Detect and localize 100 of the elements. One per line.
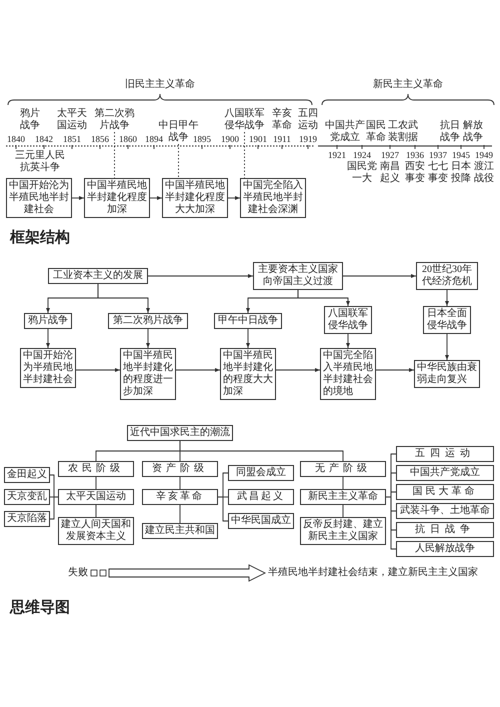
event-label: 南昌起义 [380, 161, 400, 185]
box-text: 新民主主义革命 [307, 491, 379, 503]
event-label: 西安事变 [404, 161, 426, 185]
connector-line [218, 496, 228, 522]
topic-box [142, 489, 218, 505]
arrow [346, 334, 350, 348]
arrow [98, 284, 150, 314]
process-box [108, 313, 188, 329]
topic-box [300, 489, 386, 505]
event-label: 抗日战争 [440, 120, 460, 144]
topic-box [228, 489, 294, 505]
box-text: 第二次鸦片战争 [112, 315, 184, 327]
box-text: 中国半殖民地半封建化程度大大加深 [165, 180, 225, 216]
event-label: 渡江战役 [474, 161, 494, 185]
event-label: 三元里人民抗英斗争 [14, 150, 66, 174]
box-text: 八国联军侵华战争 [327, 308, 369, 332]
dotted-line [114, 132, 115, 178]
process-box [48, 268, 148, 284]
year-label: 1937 [429, 150, 447, 160]
box-text: 中国完全陷入半殖民地半封建社会的境地 [323, 350, 373, 398]
box-text: 国民大革命 [412, 486, 478, 498]
section-heading: 思维导图 [10, 600, 70, 617]
box-text: 天京陷落 [7, 513, 47, 525]
topic-box [396, 446, 494, 462]
arrow [150, 196, 162, 200]
event-label: 辛亥革命 [272, 108, 292, 132]
process-box [24, 313, 72, 329]
year-label: 1924 [353, 150, 371, 160]
event-label: 七七事变 [428, 161, 448, 185]
process-box [253, 262, 343, 290]
box-text: 五四运动 [414, 448, 476, 460]
arrow [76, 368, 120, 372]
year-label: 1851 [63, 134, 81, 145]
arrow [276, 368, 320, 372]
box-text: 中国开始沦为半殖民地半封建社会 [9, 180, 69, 216]
dotted-line [178, 144, 179, 178]
arrow [298, 290, 350, 306]
period-label: 新民主主义革命 [372, 79, 444, 91]
arrow [72, 196, 84, 200]
box-text: 太平天国运动 [65, 491, 127, 503]
year-label: 1895 [193, 134, 211, 145]
event-label: 鸦片战争 [20, 108, 40, 132]
arrow [445, 334, 449, 360]
topic-box [142, 523, 218, 539]
box-text: 人民解放战争 [414, 543, 476, 555]
result-label: 半殖民地半封建社会结束，建立新民主主义国家 [268, 567, 478, 579]
box-text: 中国共产党成立 [409, 467, 481, 479]
connector-line [342, 476, 344, 490]
topic-box [127, 425, 233, 441]
box-text: 近代中国求民主的潮流 [130, 427, 230, 439]
box-text: 农民阶级 [67, 463, 125, 475]
event-label: 中国共产党成立 [324, 120, 366, 144]
box-text: 建立民主共和国 [145, 525, 215, 537]
process-box [214, 313, 282, 329]
box-text: 中华民族由衰弱走向复兴 [417, 362, 477, 386]
box-text: 鸦片战争 [27, 315, 69, 327]
box-text: 反帝反封建、建立新民主主义国家 [303, 519, 383, 543]
event-label: 五四运动 [298, 108, 318, 132]
period-label: 旧民主主义革命 [124, 79, 196, 91]
year-label: 1901 [249, 134, 267, 145]
topic-box [396, 522, 494, 538]
topic-box [142, 461, 218, 477]
process-box [416, 262, 478, 290]
topic-box [228, 513, 294, 529]
event-label: 国民党一大 [346, 161, 378, 185]
topic-box [396, 503, 494, 519]
arrow [46, 328, 50, 348]
box-text: 中国半殖民地半封建化的程度进一步加深 [123, 350, 173, 398]
box-text: 辛亥革命 [155, 491, 205, 503]
year-label: 1919 [299, 134, 317, 145]
box-text: 主要资本主义国家向帝国主义过渡 [257, 264, 339, 288]
year-label: 1840 [7, 134, 25, 145]
block-arrow [90, 564, 266, 582]
event-label: 太平天国运动 [56, 108, 88, 132]
topic-box [4, 511, 50, 527]
topic-box [396, 541, 494, 557]
arrow [228, 196, 240, 200]
year-label: 1936 [406, 150, 424, 160]
box-text: 建立人间天国和发展资本主义 [61, 519, 131, 543]
event-label: 日本投降 [450, 161, 472, 185]
event-label: 工农武装割据 [388, 120, 418, 144]
box-text: 日本全面侵华战争 [426, 308, 468, 332]
arrow [445, 290, 449, 306]
box-text: 中华民国成立 [231, 515, 291, 527]
box-text: 天京变乱 [7, 491, 47, 503]
arrow [176, 368, 220, 372]
year-label: 1949 [475, 150, 493, 160]
event-label: 第二次鸦片战争 [94, 108, 135, 132]
topic-box [228, 465, 294, 481]
box-text: 无产阶级 [314, 463, 372, 475]
topic-box [58, 461, 134, 477]
box-text: 中国开始沦为半殖民地半封建社会 [23, 350, 73, 386]
topic-box [300, 461, 386, 477]
box-text: 甲午中日战争 [217, 315, 279, 327]
year-label: 1894 [145, 134, 163, 145]
topic-box [4, 489, 50, 505]
connector-line [50, 496, 58, 520]
topic-box [396, 484, 494, 500]
connector-line [342, 504, 344, 518]
year-label: 1945 [452, 150, 470, 160]
